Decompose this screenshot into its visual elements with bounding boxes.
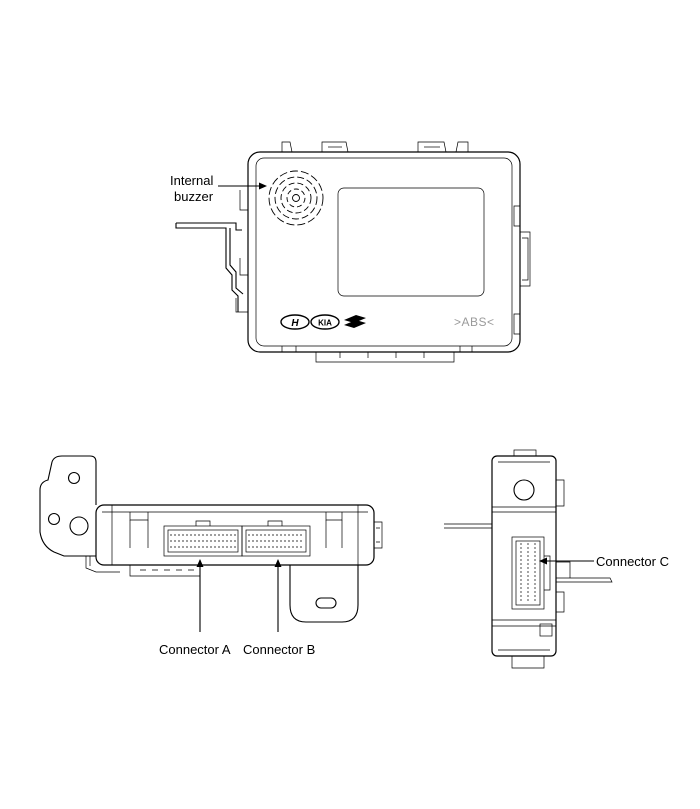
mounting-tab xyxy=(289,565,359,623)
manufacturer-logo xyxy=(344,315,366,328)
connector-b-label: Connector B xyxy=(243,642,315,657)
connector-b-drawing xyxy=(241,520,311,557)
svg-text:H: H xyxy=(291,318,299,329)
side-view: Connector C xyxy=(444,449,669,669)
svg-text:KIA: KIA xyxy=(318,319,332,328)
internal-buzzer-label-line2: buzzer xyxy=(174,189,214,204)
hyundai-logo: H xyxy=(280,314,310,330)
label-window xyxy=(337,187,485,297)
internal-buzzer-label-line1: Internal xyxy=(170,173,213,188)
front-view: Connector A Connector B xyxy=(39,455,383,657)
front-mounting-bracket xyxy=(39,455,120,573)
module-housing-top xyxy=(247,151,521,353)
bottom-connector-tab xyxy=(281,346,473,363)
abs-mark: >ABS< xyxy=(454,315,495,329)
top-view: H KIA >ABS< Internal buzzer xyxy=(170,141,531,363)
connector-a-label: Connector A xyxy=(159,642,231,657)
top-edge-clips xyxy=(281,141,469,153)
internal-buzzer xyxy=(268,170,324,226)
connector-c-label: Connector C xyxy=(596,554,669,569)
top-mounting-bracket xyxy=(175,190,248,313)
kia-logo: KIA xyxy=(310,314,340,330)
connector-c-drawing xyxy=(511,536,551,610)
right-side-tabs xyxy=(513,205,531,335)
